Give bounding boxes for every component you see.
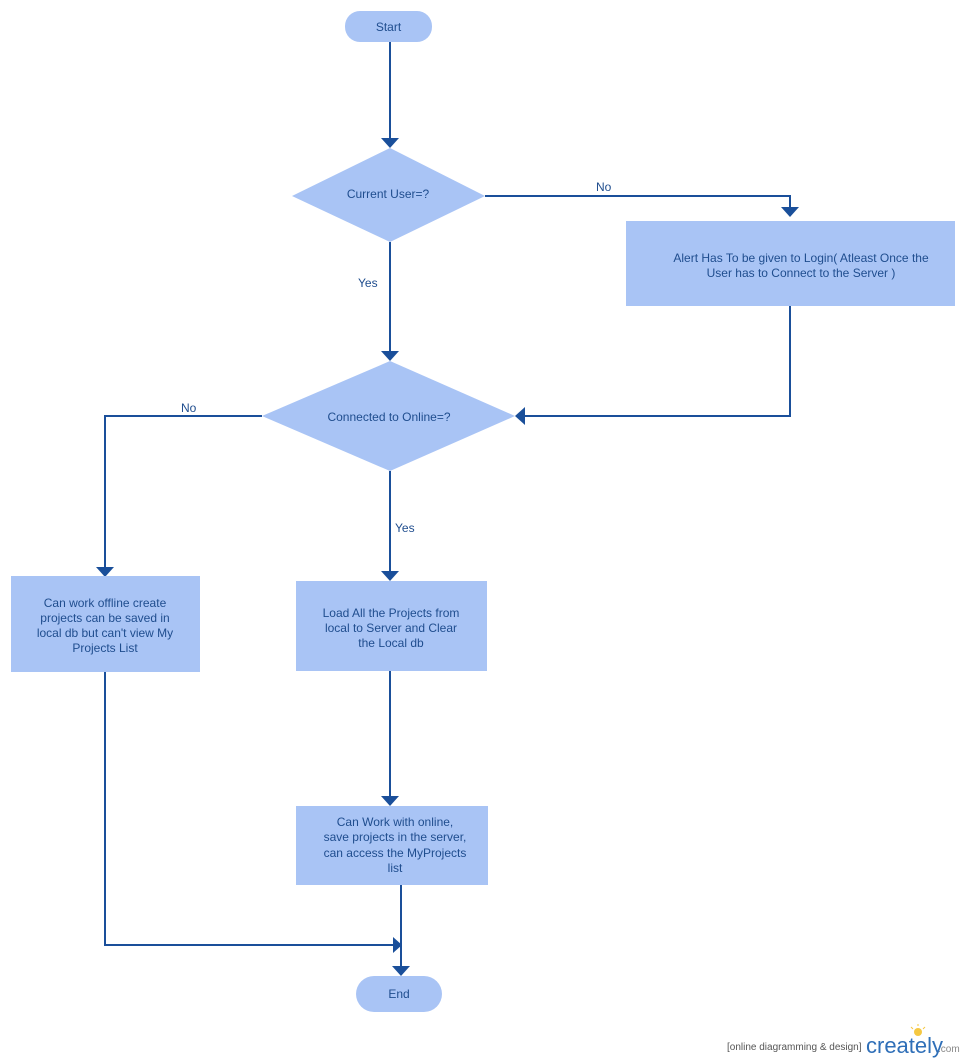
offline-label-line-1: Can work offline create [44, 596, 167, 610]
edge-current-user-no [485, 195, 791, 210]
bulb-icon [910, 1024, 926, 1036]
load-label-line-1: Load All the Projects from [323, 606, 460, 620]
online-node[interactable]: Can Work with online, save projects in t… [296, 806, 488, 885]
arrowhead-end [392, 966, 410, 976]
edge-labels: No Yes No Yes [181, 180, 612, 535]
current-user-diamond [292, 148, 485, 242]
offline-label-line-4: Projects List [72, 641, 138, 655]
alert-label-line-2: User has to Connect to the Server ) [707, 266, 896, 280]
edge-label-current-user-no: No [596, 180, 612, 194]
online-label-line-4: list [388, 861, 403, 875]
arrowhead-connected-top [381, 351, 399, 361]
arrowhead-offline [96, 567, 114, 577]
end-shape [356, 976, 442, 1012]
online-label-line-2: save projects in the server, [324, 830, 467, 844]
offline-label-line-3: local db but can't view My [37, 626, 173, 640]
current-user-decision[interactable]: Current User=? [292, 148, 485, 242]
online-shape [296, 806, 488, 885]
load-label-line-2: local to Server and Clear [325, 621, 457, 635]
offline-label-line-2: projects can be saved in [40, 611, 169, 625]
edge-label-connected-yes: Yes [395, 521, 415, 535]
connected-diamond [262, 361, 515, 471]
load-node[interactable]: Load All the Projects from local to Serv… [296, 581, 487, 671]
offline-node[interactable]: Can work offline create projects can be … [11, 576, 200, 672]
edge-label-connected-no: No [181, 401, 197, 415]
end-node[interactable]: End [356, 976, 442, 1012]
edge-alert-to-connected [524, 306, 791, 417]
load-shape [296, 581, 487, 671]
connected-label: Connected to Online=? [327, 410, 450, 424]
current-user-label: Current User=? [347, 187, 430, 201]
start-shape [345, 11, 432, 42]
online-label-line-3: can access the MyProjects [324, 846, 467, 860]
arrowhead-connected-right [515, 407, 525, 425]
edge-label-current-user-yes: Yes [358, 276, 378, 290]
edges [96, 42, 799, 976]
start-label: Start [376, 20, 402, 34]
start-node[interactable]: Start [345, 11, 432, 42]
watermark-brand-suffix: .com [938, 1044, 960, 1055]
load-label-line-3: the Local db [358, 636, 424, 650]
end-label: End [388, 987, 409, 1001]
creately-watermark[interactable]: [online diagramming & design] creately .… [727, 1024, 960, 1058]
alert-shape [626, 221, 955, 306]
arrowhead-alert [781, 207, 799, 217]
connected-decision[interactable]: Connected to Online=? [262, 361, 515, 471]
edge-connected-no [104, 415, 262, 568]
alert-node[interactable]: Alert Has To be given to Login( Atleast … [626, 221, 955, 306]
edge-offline-to-end [104, 671, 394, 946]
watermark-brand: creately [866, 1033, 943, 1058]
arrowhead-load [381, 571, 399, 581]
arrowhead-current-user [381, 138, 399, 148]
alert-label-line-1: Alert Has To be given to Login( Atleast … [673, 251, 929, 265]
arrowhead-merge [393, 937, 402, 953]
arrowhead-online [381, 796, 399, 806]
offline-shape [11, 576, 200, 672]
watermark-tagline: [online diagramming & design] [727, 1042, 862, 1053]
online-label-line-1: Can Work with online, [337, 815, 454, 829]
